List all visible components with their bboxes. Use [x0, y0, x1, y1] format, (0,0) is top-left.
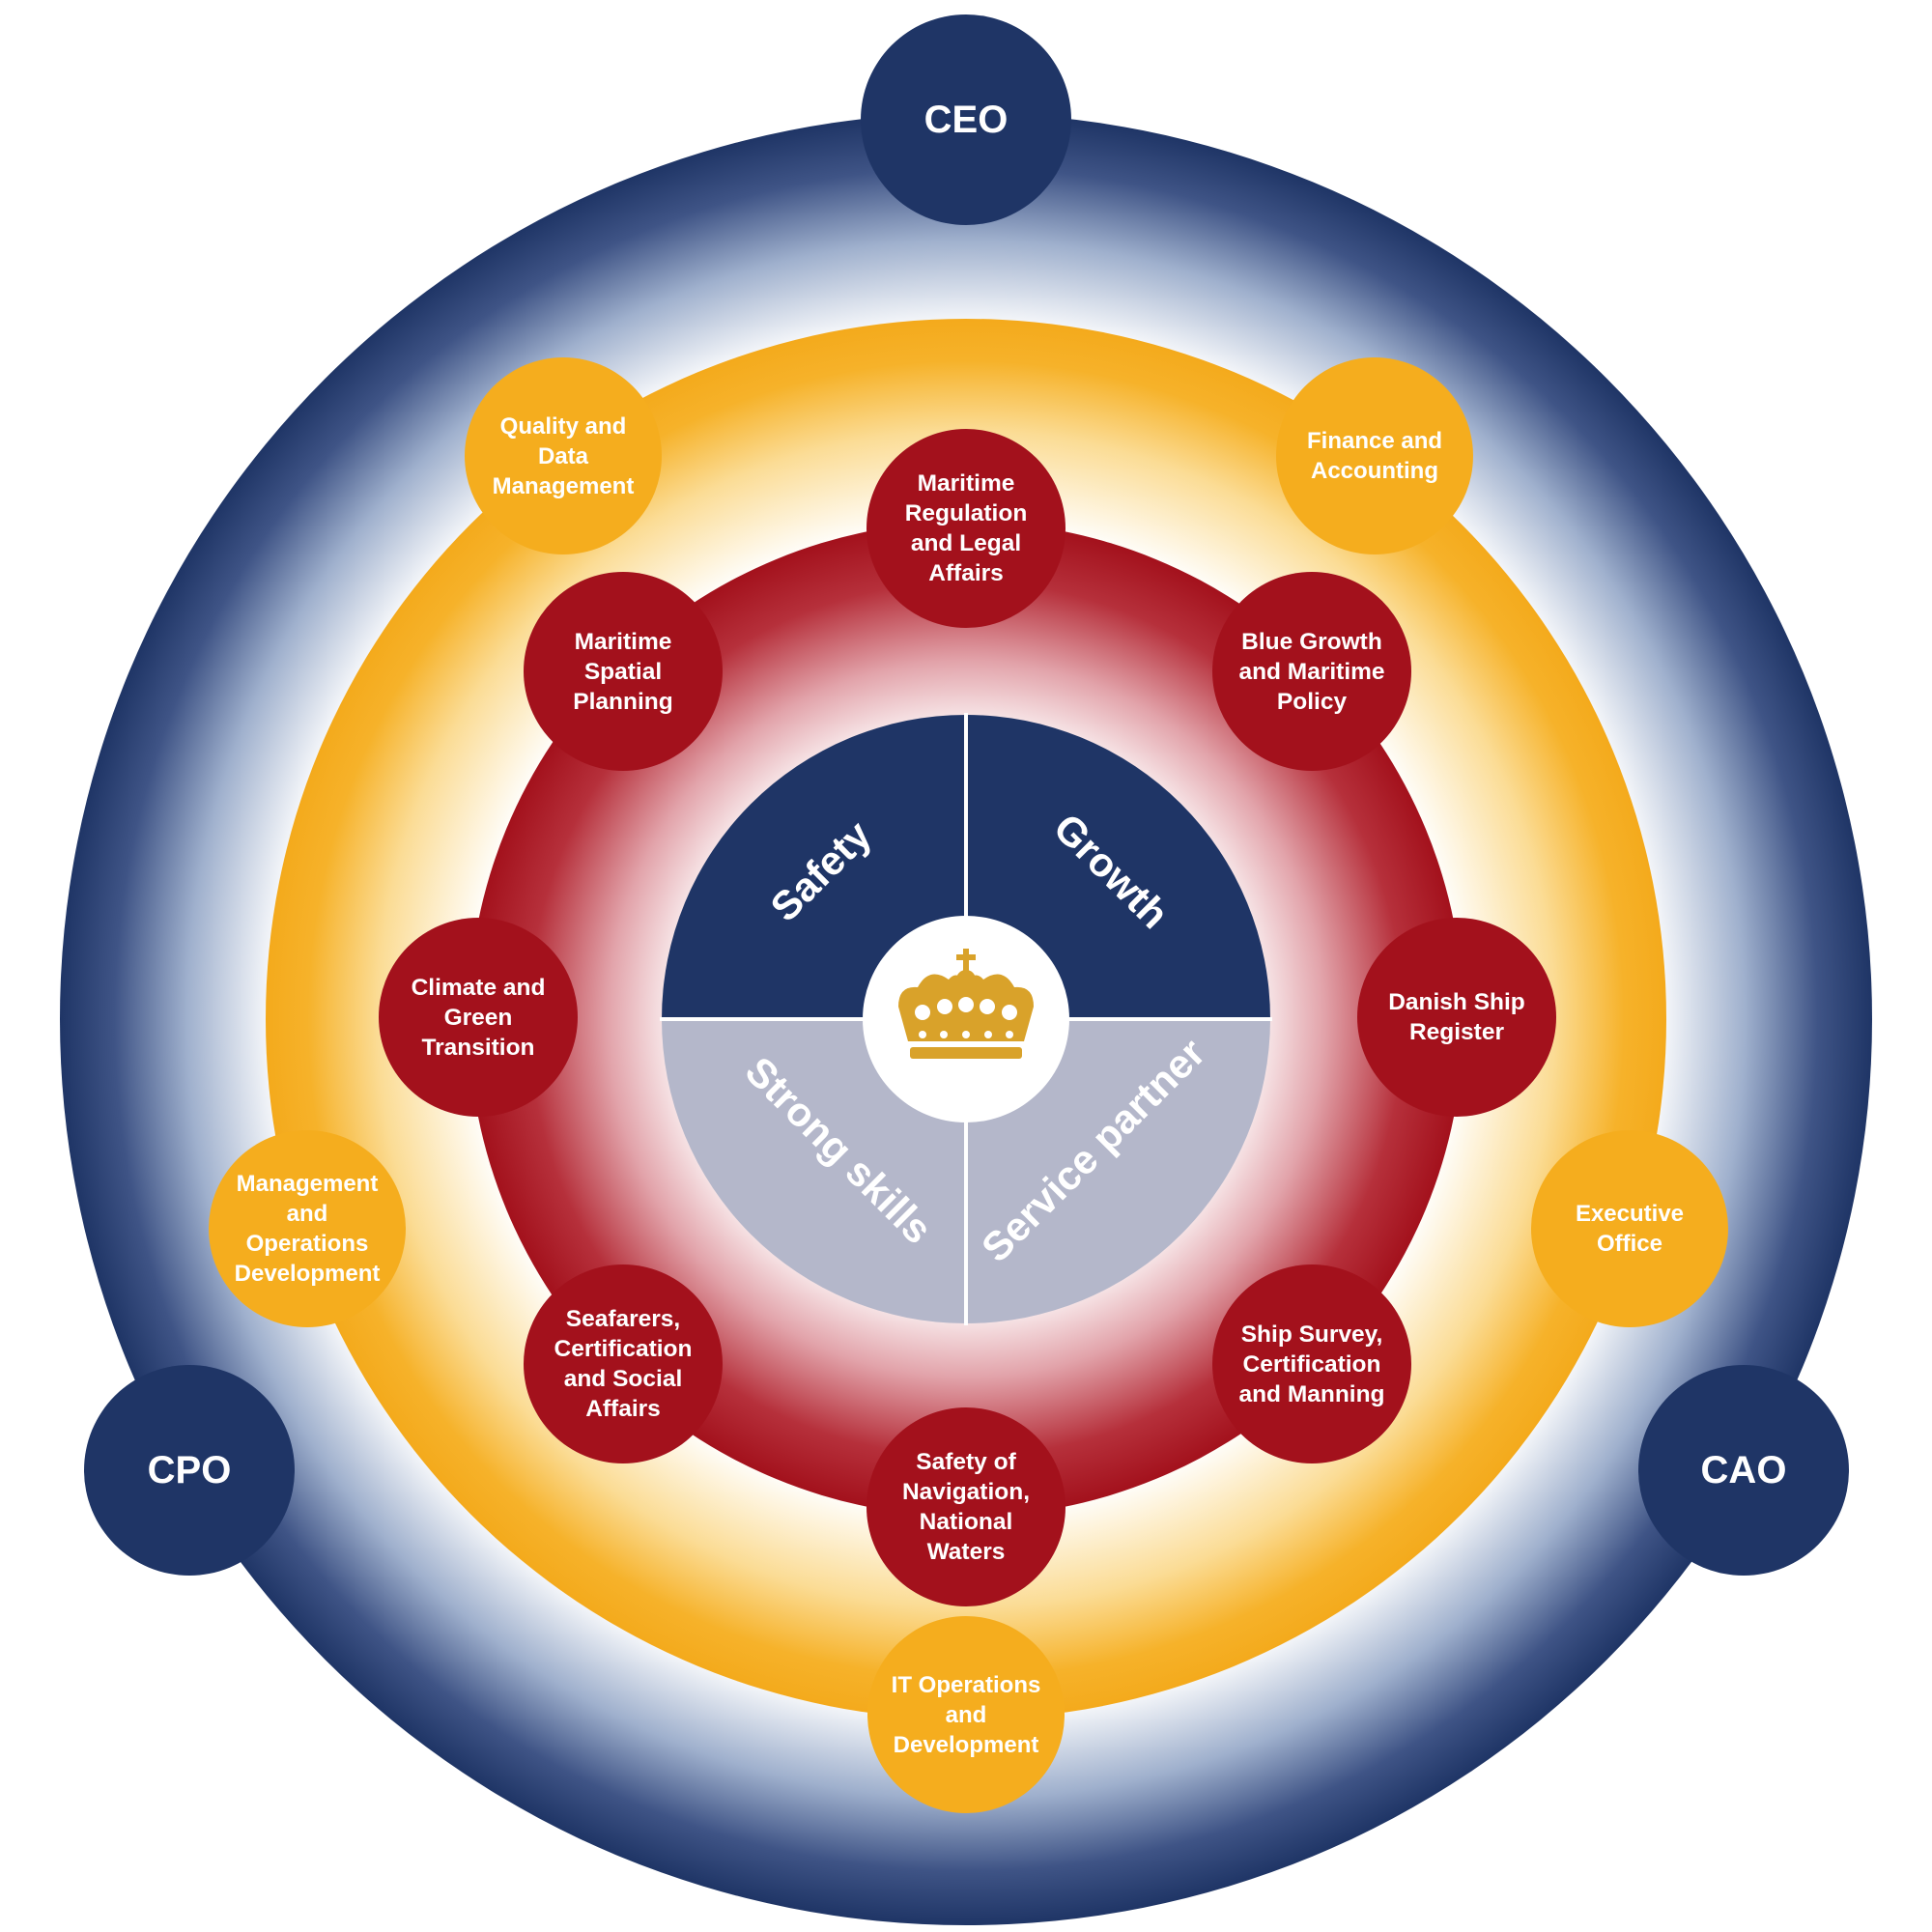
- exec-label: CPO: [147, 1448, 232, 1492]
- exec-node-cpo: CPO: [84, 1365, 295, 1576]
- core-unit-blue-growth: Blue Growth and Maritime Policy: [1212, 572, 1411, 771]
- crown-details: [915, 997, 1017, 1038]
- core-unit-label: Maritime Regulation and Legal Affairs: [904, 470, 1028, 586]
- support-unit-label: Finance and Accounting: [1306, 428, 1443, 484]
- support-unit-finance: Finance and Accounting: [1276, 357, 1473, 554]
- core-unit-ship-survey: Ship Survey, Certification and Manning: [1212, 1264, 1411, 1463]
- core-unit-maritime-spatial-planning: Maritime Spatial Planning: [524, 572, 723, 771]
- quadrant-service-partner: [966, 1019, 1270, 1323]
- support-unit-executive-office: Executive Office: [1531, 1130, 1728, 1327]
- exec-label: CAO: [1700, 1448, 1787, 1492]
- core-unit-label: Blue Growth and Maritime Policy: [1238, 628, 1385, 715]
- core-unit-safety-navigation: Safety of Navigation, National Waters: [867, 1407, 1065, 1606]
- support-unit-label: Executive Office: [1575, 1201, 1685, 1257]
- quadrant-safety: [662, 715, 966, 1019]
- exec-label: CEO: [923, 98, 1009, 141]
- support-unit-management-ops: Management and Operations Development: [209, 1130, 406, 1327]
- core-unit-label: Seafarers, Certification and Social Affa…: [554, 1306, 693, 1422]
- support-unit-label: Quality and Data Management: [492, 412, 635, 499]
- core-unit-label: Ship Survey, Certification and Manning: [1238, 1321, 1385, 1407]
- support-unit-it-ops: IT Operations and Development: [867, 1616, 1065, 1813]
- core-unit-seafarers: Seafarers, Certification and Social Affa…: [524, 1264, 723, 1463]
- support-unit-label: Management and Operations Development: [234, 1171, 381, 1287]
- core-unit-label: Safety of Navigation, National Waters: [901, 1449, 1031, 1565]
- quadrant-strong-skills: [662, 1019, 966, 1323]
- core-unit-climate-green: Climate and Green Transition: [379, 918, 578, 1117]
- core-unit-maritime-regulation: Maritime Regulation and Legal Affairs: [867, 429, 1065, 628]
- support-unit-label: IT Operations and Development: [891, 1671, 1041, 1758]
- core-unit-danish-ship-register: Danish Ship Register: [1357, 918, 1556, 1117]
- exec-node-ceo: CEO: [861, 14, 1071, 225]
- quadrant-growth: [966, 715, 1270, 1019]
- core-unit-label: Maritime Spatial Planning: [573, 628, 673, 715]
- core-unit-label: Climate and Green Transition: [411, 974, 546, 1061]
- core-unit-label: Danish Ship Register: [1388, 989, 1525, 1045]
- support-unit-quality-data: Quality and Data Management: [465, 357, 662, 554]
- exec-node-cao: CAO: [1638, 1365, 1849, 1576]
